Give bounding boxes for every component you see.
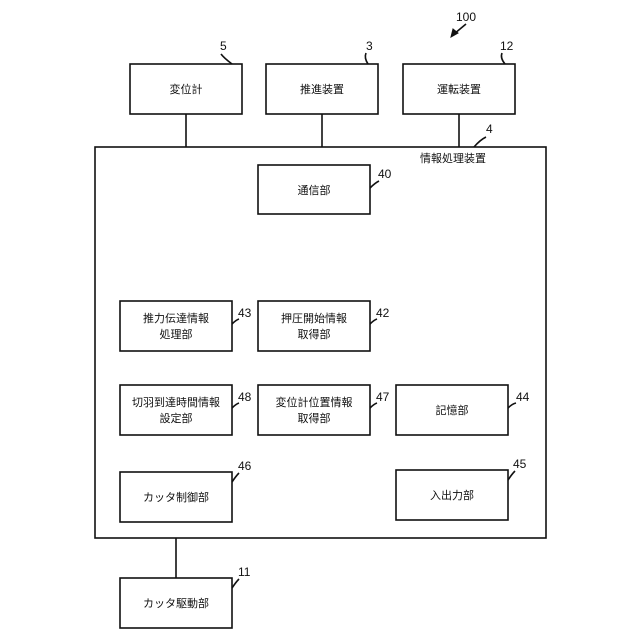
block-ref: 48 [238, 390, 252, 404]
block-ref: 12 [500, 39, 514, 53]
block-ref: 3 [366, 39, 373, 53]
block-ref: 11 [238, 565, 251, 579]
block-cutter-drive-unit: カッタ駆動部 11 [120, 565, 251, 628]
block-ref: 47 [376, 390, 390, 404]
block-ref: 40 [378, 167, 392, 181]
block-ref: 43 [238, 306, 252, 320]
block-label-line1: 切羽到達時間情報 [132, 396, 220, 409]
block-displacement-meter: 変位計 5 [130, 39, 242, 114]
leader-line [232, 579, 239, 588]
block-label: 運転装置 [437, 83, 481, 96]
figure-ref-100: 100 [456, 10, 476, 24]
block-label: 入出力部 [430, 488, 474, 502]
block-meter-position-unit: 変位計位置情報 取得部 47 [258, 385, 390, 435]
block-cutting-time-unit: 切羽到達時間情報 設定部 48 [120, 385, 252, 435]
outer-label: 情報処理装置 [420, 152, 486, 165]
block-label: 記憶部 [436, 403, 469, 417]
block-label-line2: 処理部 [160, 327, 193, 341]
block-label-line1: 推力伝達情報 [143, 311, 209, 325]
leader-line [221, 54, 232, 64]
outer-ref: 4 [486, 122, 493, 136]
block-label-line1: 押圧開始情報 [281, 311, 347, 325]
figure-ref-arrow [451, 24, 466, 37]
block-label-line2: 取得部 [298, 327, 331, 341]
leader-line [501, 53, 505, 64]
block-ref: 44 [516, 390, 530, 404]
block-ref: 42 [376, 306, 390, 320]
leader-line [365, 53, 368, 64]
block-ref: 46 [238, 459, 252, 473]
block-label: カッタ制御部 [143, 490, 209, 504]
block-label: 通信部 [298, 183, 331, 197]
block-ref: 45 [513, 457, 527, 471]
block-label: 推進装置 [300, 82, 344, 96]
block-ref: 5 [220, 39, 227, 53]
block-label-line2: 設定部 [160, 411, 193, 425]
block-label-line1: 変位計位置情報 [276, 395, 353, 409]
block-label: カッタ駆動部 [143, 596, 209, 610]
block-label-line2: 取得部 [298, 411, 331, 425]
block-thrust-info-unit: 推力伝達情報 処理部 43 [120, 301, 252, 351]
block-label: 変位計 [170, 82, 203, 96]
block-press-start-unit: 押圧開始情報 取得部 42 [258, 301, 390, 351]
leader-line [474, 137, 486, 147]
block-propulsion-device: 推進装置 3 [266, 39, 378, 114]
block-operation-device: 運転装置 12 [403, 39, 515, 114]
